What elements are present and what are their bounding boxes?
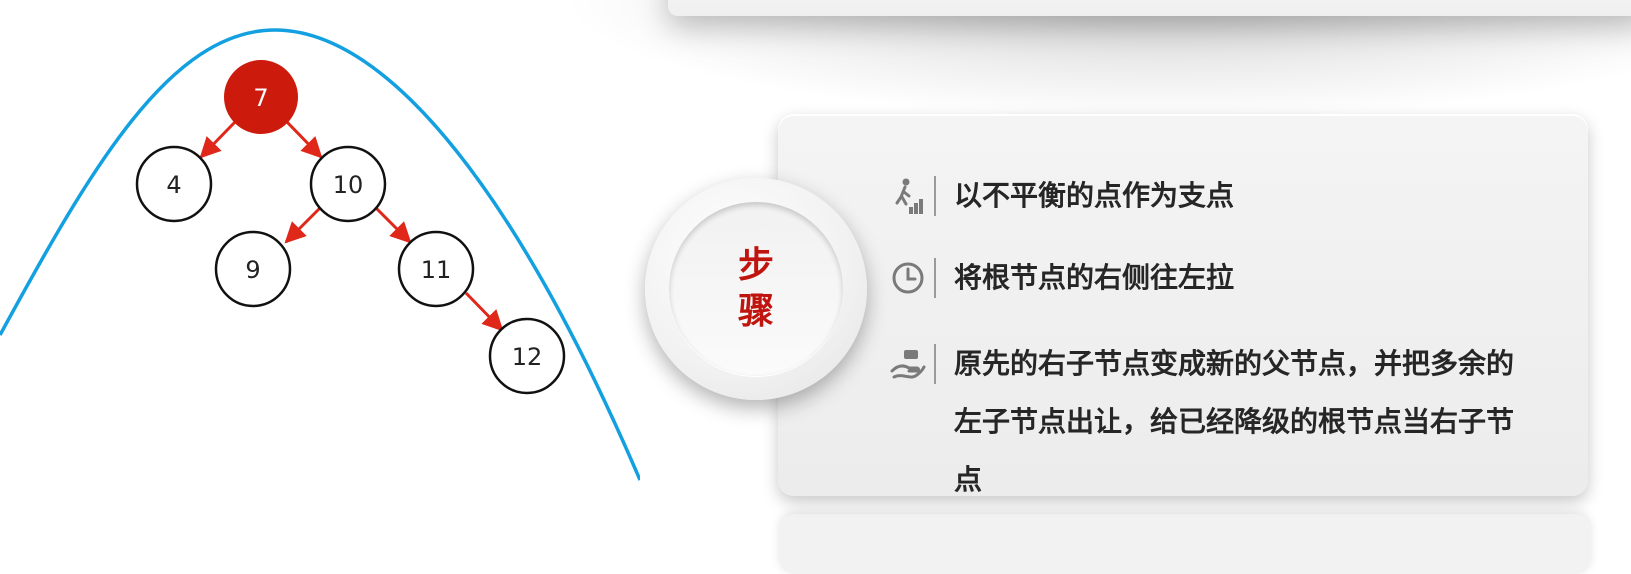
top-card bbox=[668, 0, 1631, 16]
node-label: 11 bbox=[421, 256, 452, 284]
step-text: 将根节点的右侧往左拉 bbox=[954, 261, 1235, 294]
tree-node: 10 bbox=[309, 145, 387, 223]
steps-panel bbox=[778, 114, 1588, 496]
step-text: 以不平衡的点作为支点 bbox=[954, 179, 1235, 212]
tree-node: 11 bbox=[397, 230, 475, 308]
avl-tree-diagram: 7 4 10 9 11 12 bbox=[0, 28, 640, 481]
node-label: 12 bbox=[512, 343, 543, 371]
bottom-card bbox=[780, 514, 1590, 574]
step-item: 以不平衡的点作为支点 bbox=[890, 176, 1514, 225]
walking-stairs-icon bbox=[890, 176, 926, 216]
hand-giving-icon bbox=[890, 344, 926, 384]
edge-10-11 bbox=[374, 206, 412, 244]
step-divider bbox=[934, 176, 936, 216]
node-label-root: 7 bbox=[253, 84, 268, 112]
rotation-curve bbox=[0, 28, 640, 481]
node-label: 9 bbox=[245, 256, 260, 284]
edge-11-12 bbox=[464, 291, 504, 332]
tree-node-root: 7 bbox=[224, 60, 298, 134]
tree-node: 12 bbox=[488, 317, 566, 395]
step-divider bbox=[934, 258, 936, 298]
node-label: 10 bbox=[333, 171, 364, 199]
tree-node: 9 bbox=[214, 230, 292, 308]
step-item: 将根节点的右侧往左拉 bbox=[890, 258, 1514, 307]
background-shadow bbox=[560, 0, 1631, 120]
step-divider bbox=[934, 344, 936, 384]
step-text: 原先的右子节点变成新的父节点，并把多余的左子节点出让，给已经降级的根节点当右子节… bbox=[954, 347, 1515, 496]
steps-badge-label: 步骤 bbox=[737, 245, 774, 332]
edge-7-4 bbox=[199, 120, 237, 159]
edge-10-9 bbox=[284, 206, 322, 244]
edge-7-10 bbox=[285, 120, 323, 159]
clock-icon bbox=[890, 258, 926, 298]
tree-node: 4 bbox=[135, 145, 213, 223]
node-label: 4 bbox=[166, 171, 181, 199]
step-item: 原先的右子节点变成新的父节点，并把多余的左子节点出让，给已经降级的根节点当右子节… bbox=[890, 344, 1514, 509]
steps-badge: 步骤 bbox=[645, 178, 867, 400]
